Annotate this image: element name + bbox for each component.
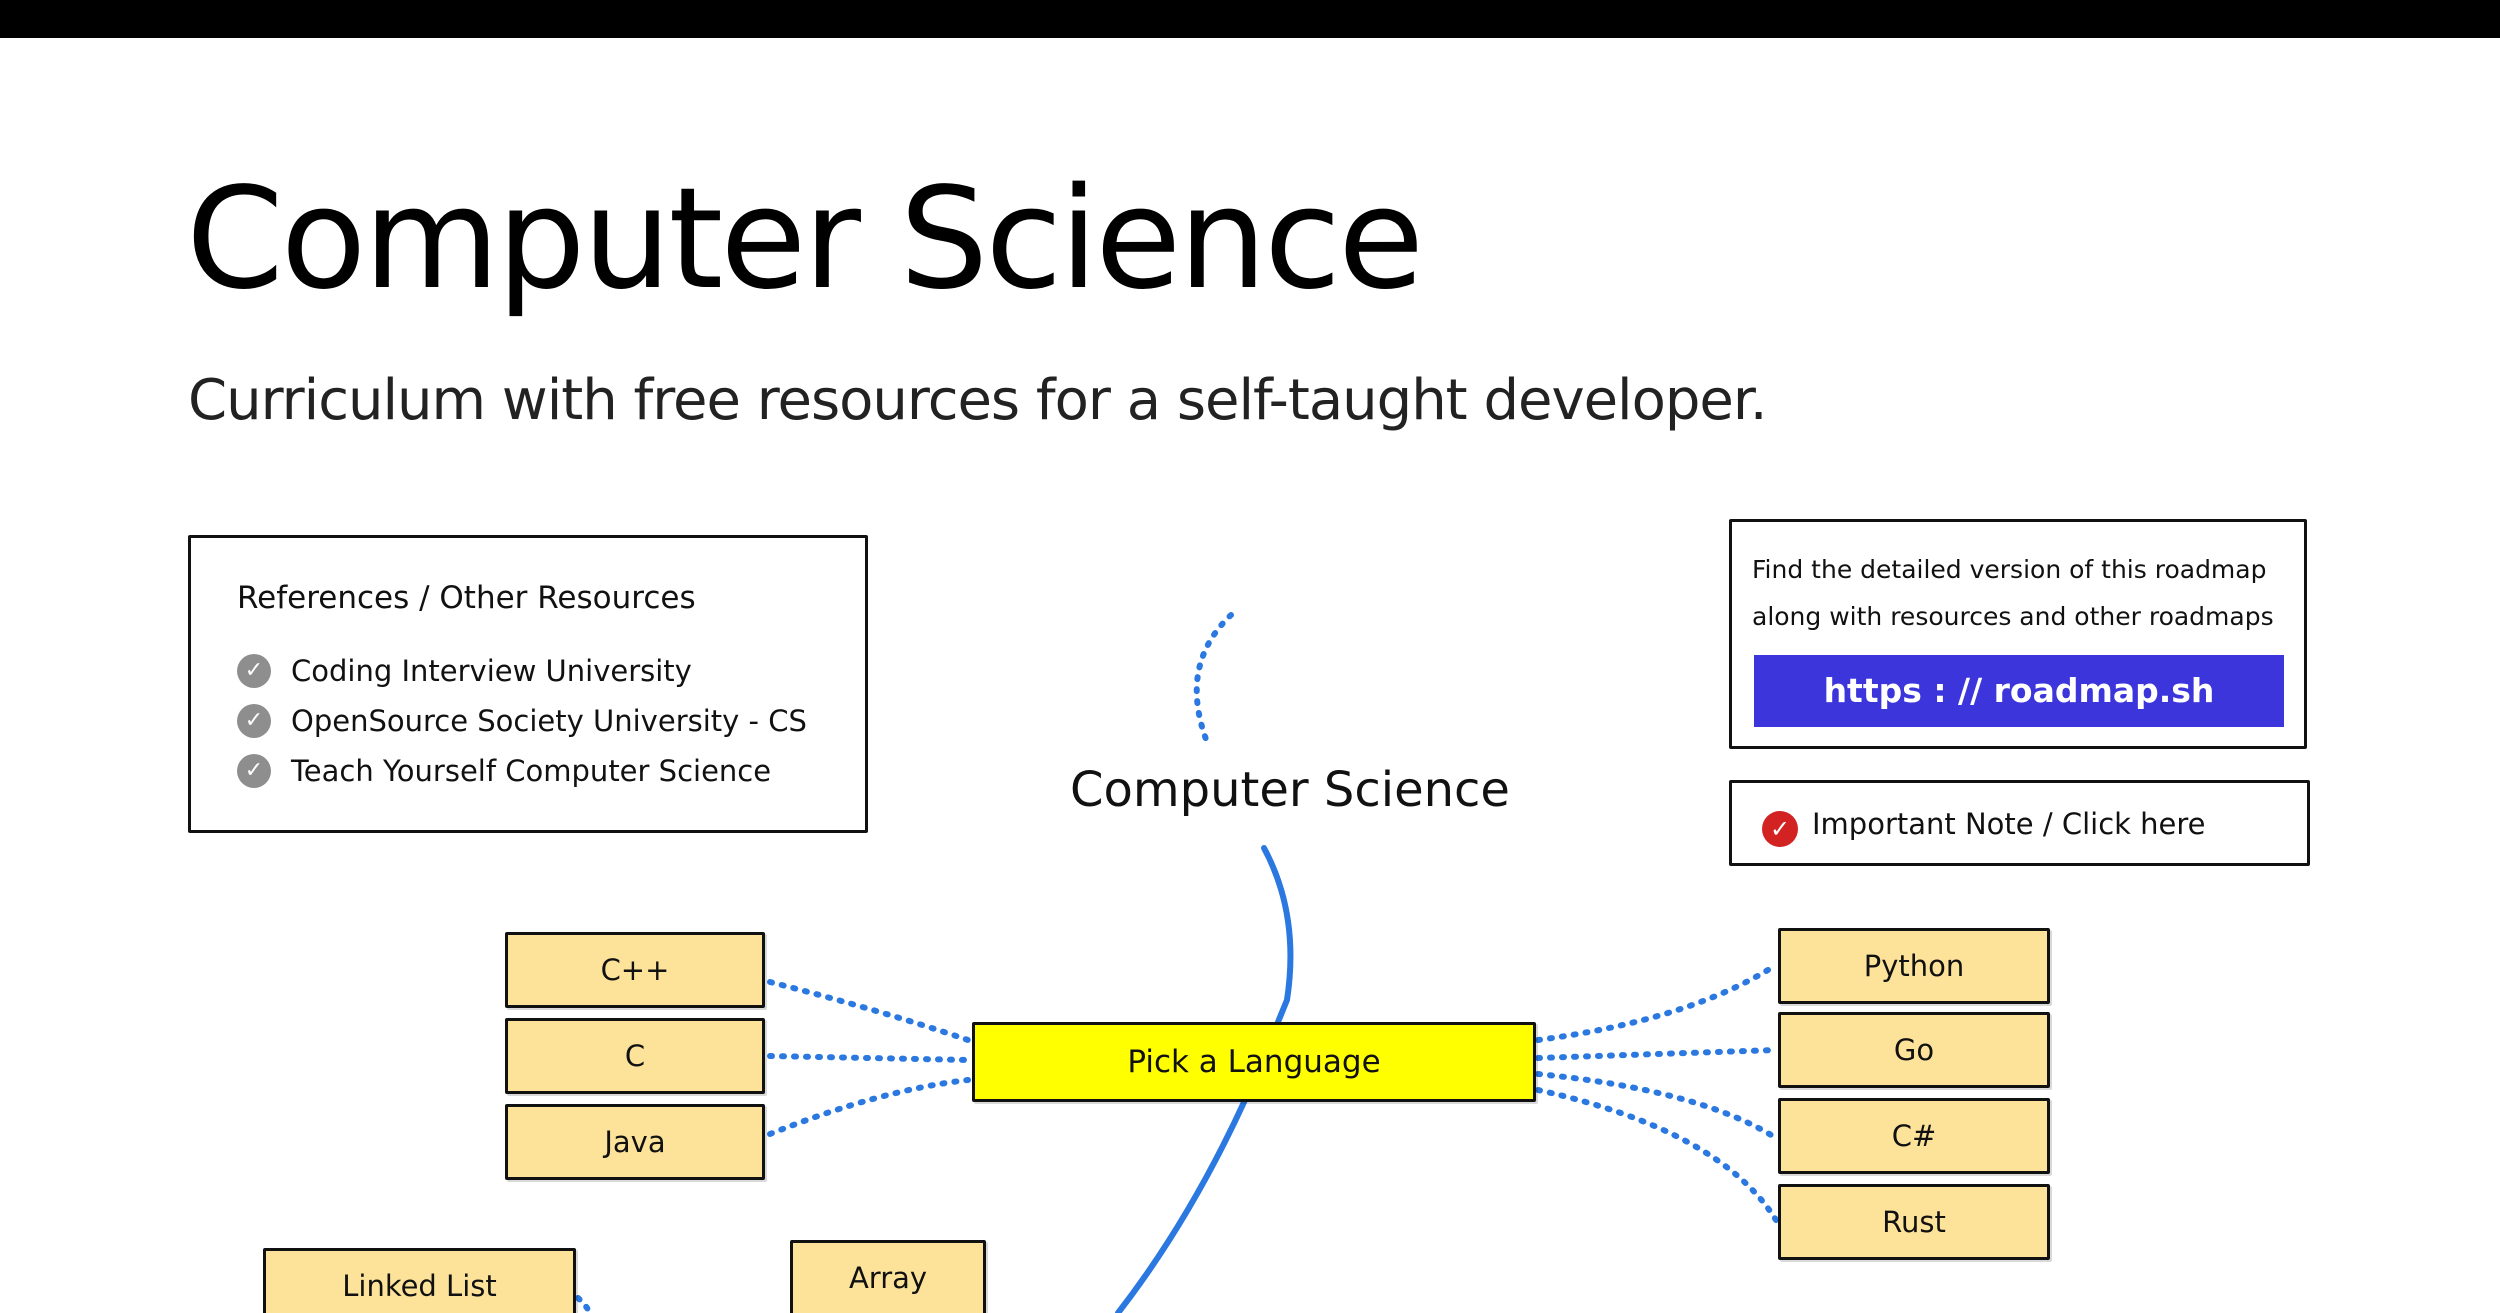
connector-python xyxy=(1535,962,1779,1043)
references-list: ✓ Coding Interview University ✓ OpenSour… xyxy=(237,646,807,796)
roadmap-link-button[interactable]: https : // roadmap.sh xyxy=(1754,655,2284,727)
references-title: References / Other Resources xyxy=(237,580,696,616)
connector-top-dotted xyxy=(1193,612,1234,745)
node-linked-list[interactable]: Linked List xyxy=(263,1248,576,1313)
connector-c xyxy=(767,1053,971,1063)
connector-csharp xyxy=(1535,1071,1779,1141)
connector-spine-lower xyxy=(1115,1097,1248,1313)
roadmap-info-panel: Find the detailed version of this roadma… xyxy=(1729,519,2307,749)
important-note-button[interactable]: ✓ Important Note / Click here xyxy=(1729,780,2310,866)
node-csharp[interactable]: C# xyxy=(1778,1098,2050,1174)
connector-spine-upper xyxy=(1261,845,1294,1025)
check-circle-icon: ✓ xyxy=(237,704,271,738)
check-circle-icon: ✓ xyxy=(237,654,271,688)
reference-label: Coding Interview University xyxy=(291,654,692,688)
top-bar xyxy=(0,0,2500,38)
node-java[interactable]: Java xyxy=(505,1104,765,1180)
node-go[interactable]: Go xyxy=(1778,1012,2050,1088)
reference-item[interactable]: ✓ OpenSource Society University - CS xyxy=(237,696,807,746)
node-rust[interactable]: Rust xyxy=(1778,1184,2050,1260)
node-array[interactable]: Array xyxy=(790,1240,986,1313)
diagram-root-title: Computer Science xyxy=(1070,762,1510,818)
connector-go xyxy=(1535,1047,1779,1061)
reference-label: Teach Yourself Computer Science xyxy=(291,754,772,788)
check-circle-red-icon: ✓ xyxy=(1762,811,1798,847)
reference-item[interactable]: ✓ Teach Yourself Computer Science xyxy=(237,746,807,796)
node-cpp[interactable]: C++ xyxy=(505,932,765,1008)
reference-item[interactable]: ✓ Coding Interview University xyxy=(237,646,807,696)
connector-linked-list xyxy=(575,1295,593,1313)
check-circle-icon: ✓ xyxy=(237,754,271,788)
important-note-label: Important Note / Click here xyxy=(1812,807,2206,841)
page-subtitle: Curriculum with free resources for a sel… xyxy=(188,368,1768,433)
node-pick-a-language[interactable]: Pick a Language xyxy=(972,1022,1536,1102)
page-title: Computer Science xyxy=(186,158,1424,321)
connector-cpp xyxy=(767,979,971,1043)
node-c[interactable]: C xyxy=(505,1018,765,1094)
connector-rust xyxy=(1535,1087,1779,1223)
reference-label: OpenSource Society University - CS xyxy=(291,704,807,738)
connector-java xyxy=(767,1077,971,1137)
roadmap-info-text: Find the detailed version of this roadma… xyxy=(1752,555,2274,631)
node-python[interactable]: Python xyxy=(1778,928,2050,1004)
references-panel: References / Other Resources ✓ Coding In… xyxy=(188,535,868,833)
